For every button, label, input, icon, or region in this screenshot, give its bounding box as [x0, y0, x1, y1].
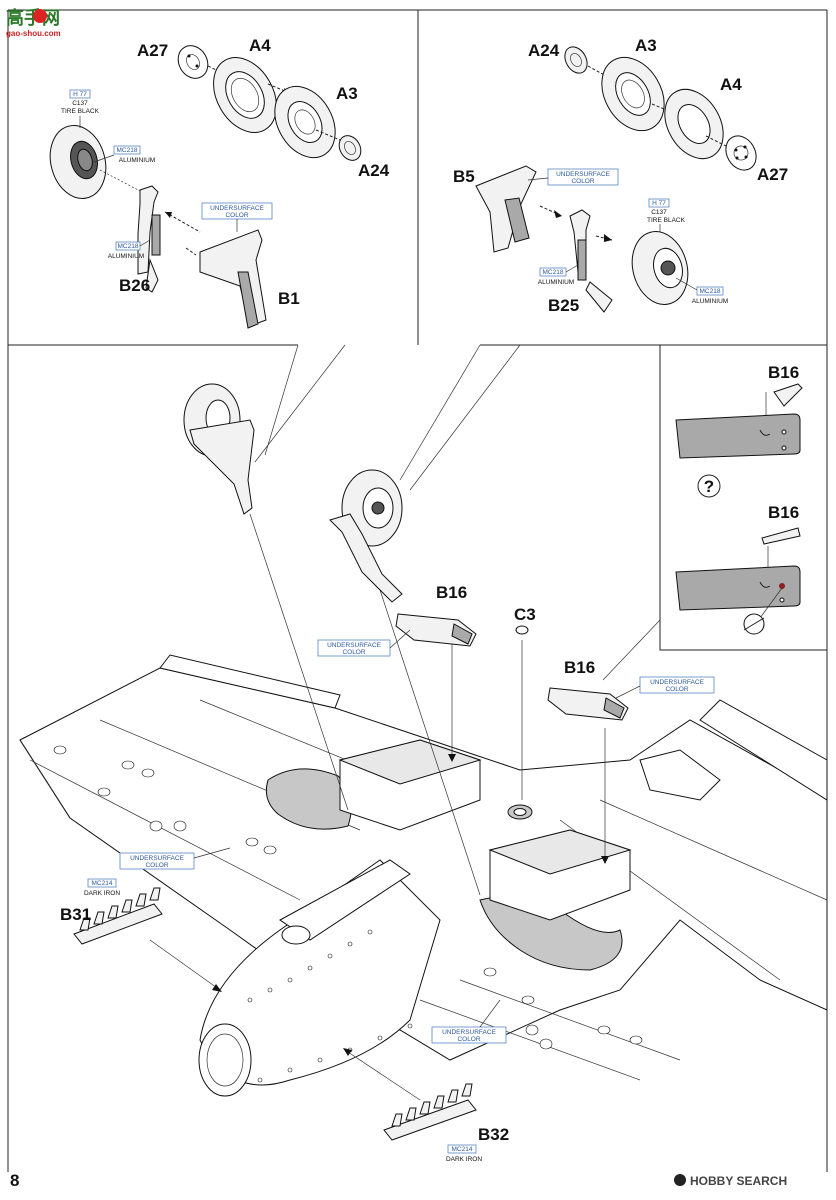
part-a27-hubcap-r: [725, 135, 757, 171]
watermark-bottom-text: HOBBY SEARCH: [690, 1174, 787, 1188]
label-a4: A4: [249, 36, 271, 55]
label-a3: A3: [336, 84, 358, 103]
watermark-url: gao-shou.com: [6, 29, 61, 38]
part-a4-tire-r: [664, 88, 724, 160]
label-b5: B5: [453, 167, 475, 186]
door-note-1: UNDERSURFACE: [210, 205, 264, 212]
label-b32: B32: [478, 1125, 509, 1144]
label-a3-r: A3: [635, 36, 657, 55]
watermark-bottom: HOBBY SEARCH: [674, 1174, 787, 1188]
leg-code: MC218: [118, 243, 139, 250]
label-a4-r: A4: [720, 75, 742, 94]
part-b5-door: [475, 165, 537, 253]
label-b16-top: B16: [768, 363, 799, 382]
door-note-r-2: COLOR: [571, 178, 594, 185]
zoom-wheel-left: [183, 383, 255, 515]
label-b16-main-l: B16: [436, 583, 467, 602]
frame: [7, 9, 828, 1172]
door-note-r-1: UNDERSURFACE: [556, 171, 610, 178]
tire-code2-r: C137: [651, 209, 667, 216]
tire-name-r: TIRE BLACK: [647, 217, 686, 224]
label-b25: B25: [548, 296, 579, 315]
watermark-name: 高手网: [6, 7, 60, 28]
part-b31-exhaust: [73, 887, 163, 945]
tire-code: H 77: [73, 91, 87, 98]
watermark-logo: 高手网 gao-shou.com: [6, 7, 61, 38]
b31-code: MC214: [92, 880, 113, 887]
label-b26: B26: [119, 276, 150, 295]
label-b1: B1: [278, 289, 300, 308]
assembled-wheel-left: [49, 125, 107, 199]
part-a24-hub-r: [564, 46, 588, 74]
hub-code: MC218: [117, 147, 138, 154]
side-panel-b16-detail: B16 ? B16: [675, 363, 803, 635]
hub-name-r: ALUMINIUM: [692, 298, 728, 305]
note-wing-2: COLOR: [145, 862, 168, 869]
part-b16-left: [395, 613, 477, 647]
assembled-wheel-right: [631, 231, 689, 305]
label-b16-bottom: B16: [768, 503, 799, 522]
part-a3-tire-half: [274, 85, 336, 159]
note-b16r-2: COLOR: [665, 686, 688, 693]
b31-name: DARK IRON: [84, 890, 120, 897]
label-b31: B31: [60, 905, 91, 924]
b32-code: MC214: [452, 1146, 473, 1153]
b32-name: DARK IRON: [446, 1156, 482, 1163]
label-a27-r: A27: [757, 165, 788, 184]
tire-name: TIRE BLACK: [61, 108, 100, 115]
panel-right-main-gear: A24 A3 A4 A27 B5 UNDERSURFACE COLOR MC21…: [453, 36, 788, 315]
label-b16-main-r: B16: [564, 658, 595, 677]
part-a27-hubcap: [177, 45, 209, 79]
part-b1-door: [199, 229, 267, 329]
part-a24-hub: [338, 135, 362, 161]
note-wing2-2: COLOR: [457, 1036, 480, 1043]
tire-code2: C137: [72, 100, 88, 107]
note-wing-1: UNDERSURFACE: [130, 855, 184, 862]
page-number: 8: [10, 1171, 19, 1190]
part-a3-tire-r: [601, 56, 665, 132]
note-b16l-2: COLOR: [342, 649, 365, 656]
label-a27: A27: [137, 41, 168, 60]
part-b32-exhaust: [383, 1083, 477, 1141]
part-b16-right: [547, 687, 629, 721]
part-b26-leg: [137, 185, 161, 293]
main-assembly: B16 UNDERSURFACE COLOR C3 B16 UNDERSURFA…: [19, 383, 828, 1163]
part-a4-tire-half: [213, 57, 277, 133]
leg-code-r: MC218: [543, 269, 564, 276]
part-b25-leg: [569, 209, 613, 313]
hub-code-r: MC218: [700, 288, 721, 295]
leg-name: ALUMINIUM: [108, 253, 144, 260]
tire-code-r: H 77: [652, 200, 666, 207]
panel-left-main-gear: A27 A4 A3 A24 H 77 C137 TIRE BLACK MC218…: [49, 36, 390, 329]
door-note-2: COLOR: [225, 212, 248, 219]
hub-name: ALUMINIUM: [119, 157, 155, 164]
note-b16r-1: UNDERSURFACE: [650, 679, 704, 686]
question-mark: ?: [704, 477, 714, 496]
label-a24-r: A24: [528, 41, 560, 60]
note-b16l-1: UNDERSURFACE: [327, 642, 381, 649]
zoom-wheel-right: [329, 469, 403, 603]
leg-name-r: ALUMINIUM: [538, 279, 574, 286]
note-wing2-1: UNDERSURFACE: [442, 1029, 496, 1036]
label-a24: A24: [358, 161, 390, 180]
label-c3: C3: [514, 605, 536, 624]
